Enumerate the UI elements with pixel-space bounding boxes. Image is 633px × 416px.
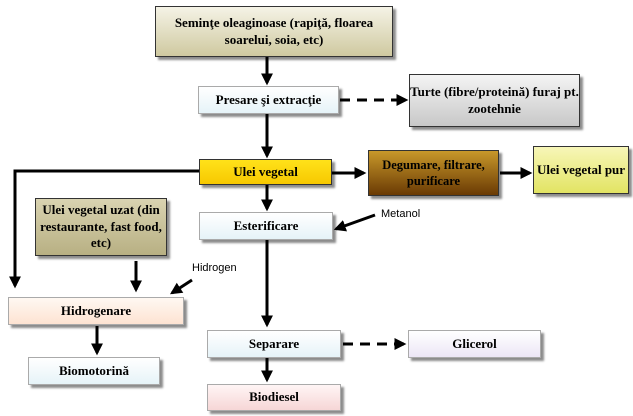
metanol-label: Metanol xyxy=(381,208,421,220)
esterificare-box: Esterificare xyxy=(199,212,333,240)
degumare-box: Degumare, filtrare, purificare xyxy=(368,150,499,196)
ulei-uzat-box: Ulei vegetal uzat (din restaurante, fast… xyxy=(35,198,167,256)
separare-box: Separare xyxy=(207,330,341,358)
arrow-hidrogen-hidrogenare xyxy=(169,278,193,295)
glicerol-label: Glicerol xyxy=(452,335,497,351)
esterificare-label: Esterificare xyxy=(233,217,299,233)
degumare-label: Degumare, filtrare, purificare xyxy=(382,157,485,188)
ulei-vegetal-box: Ulei vegetal xyxy=(199,159,332,185)
hidrogenare-box: Hidrogenare xyxy=(8,297,184,325)
presare-label: Presare şi extracţie xyxy=(215,91,322,107)
hidrogen-label: Hidrogen xyxy=(192,262,237,274)
ulei-pur-label: Ulei vegetal pur xyxy=(536,161,626,177)
presare-box: Presare şi extracţie xyxy=(198,86,339,114)
biodiesel-label: Biodiesel xyxy=(249,389,299,405)
biomotorina-box: Biomotorină xyxy=(28,357,160,385)
arrow-ulei-hidrogenare xyxy=(8,169,199,289)
glicerol-box: Glicerol xyxy=(408,330,541,358)
ulei-uzat-label: Ulei vegetal uzat (din restaurante, fast… xyxy=(40,201,162,251)
turte-label: Turte (fibre/proteină) furaj pt. zootehn… xyxy=(410,83,579,116)
ulei-vegetal-label: Ulei vegetal xyxy=(233,163,298,179)
biomotorina-label: Biomotorină xyxy=(58,362,130,378)
seminte-box: Seminţe oleaginoase (rapiţă, floarea soa… xyxy=(155,6,393,57)
biodiesel-box: Biodiesel xyxy=(207,384,341,411)
ulei-pur-box: Ulei vegetal pur xyxy=(533,146,629,194)
turte-box: Turte (fibre/proteină) furaj pt. zootehn… xyxy=(409,74,580,127)
seminte-label: Seminţe oleaginoase (rapiţă, floarea soa… xyxy=(174,14,374,47)
arrow-metanol-esterificare xyxy=(333,213,376,232)
separare-label: Separare xyxy=(248,335,300,351)
hidrogenare-label: Hidrogenare xyxy=(60,302,132,318)
